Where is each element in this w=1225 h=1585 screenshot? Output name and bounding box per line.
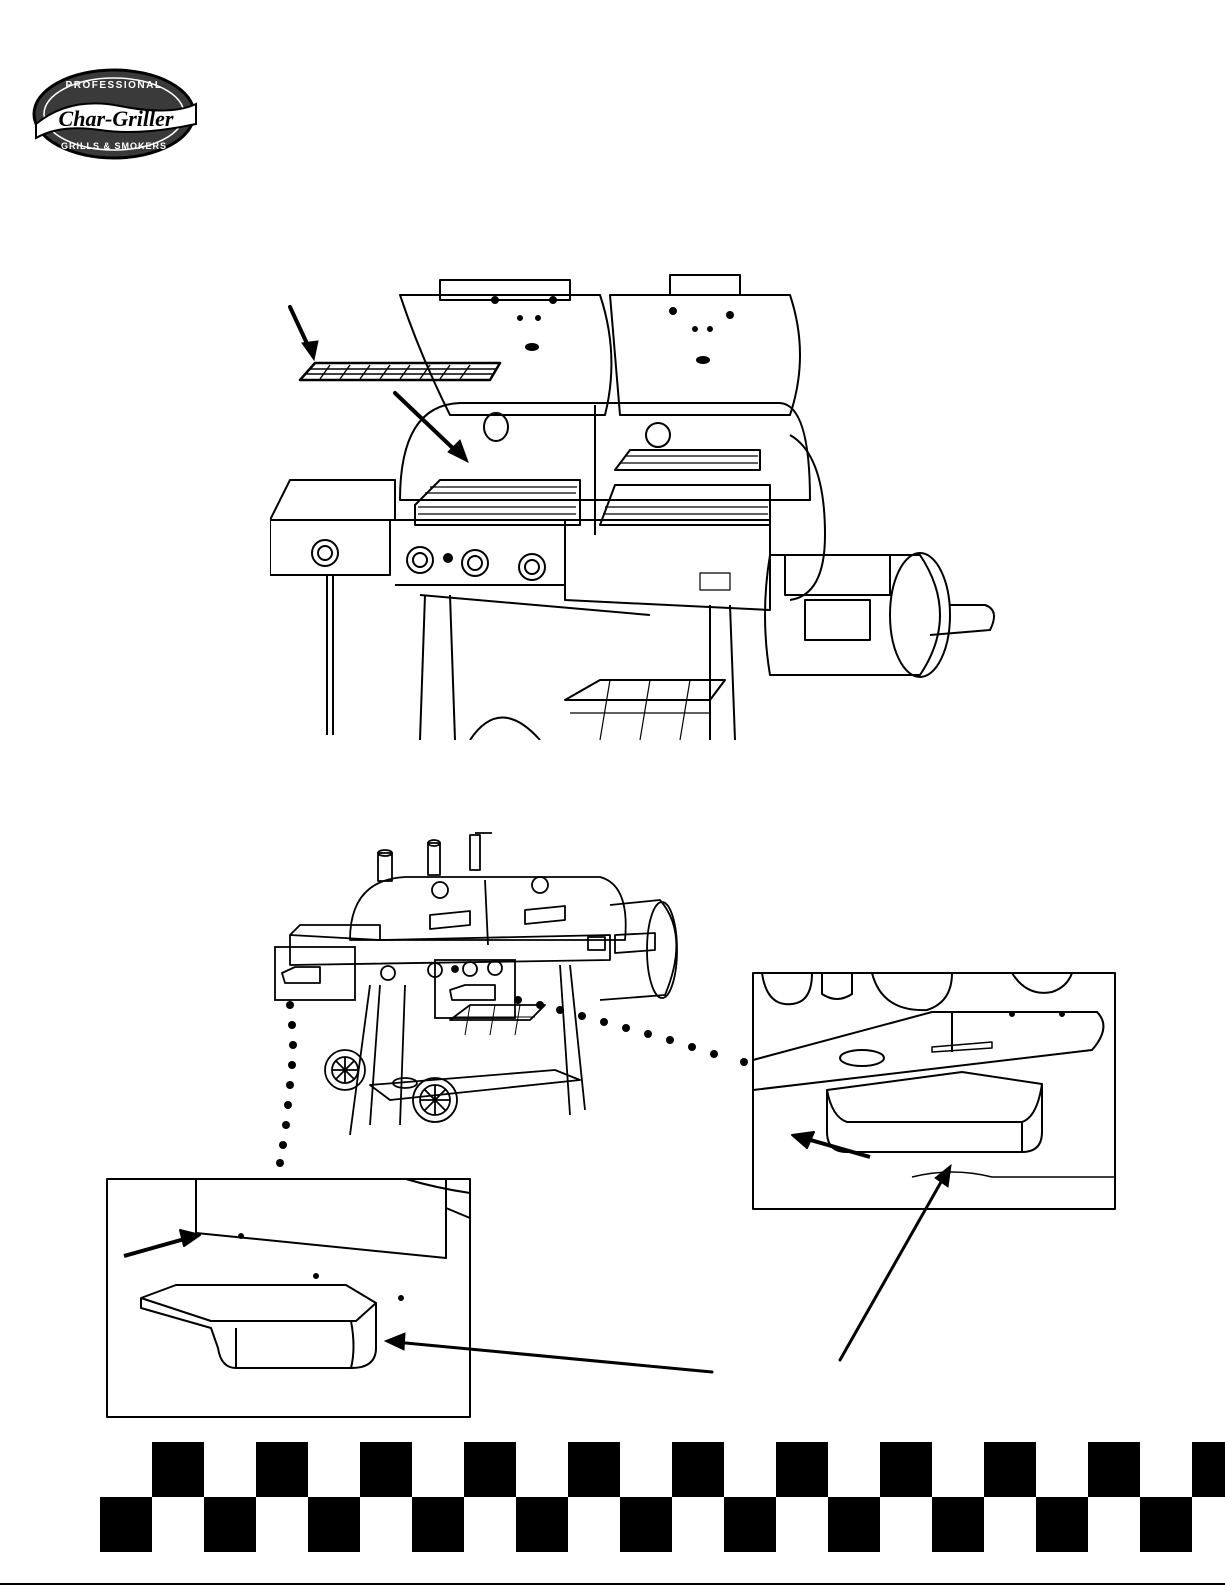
- checker-bottom-row: [100, 1497, 1192, 1552]
- logo-top-text: PROFESSIONAL: [66, 80, 163, 91]
- grill-warming-rack-install-illustration: [270, 255, 1020, 740]
- grill-grease-pan-install-illustration: [270, 825, 710, 1145]
- grease-pan-detail-inset-left: [106, 1178, 471, 1418]
- char-griller-logo: PROFESSIONAL Char-Griller GRILLS & SMOKE…: [30, 66, 198, 162]
- logo-bottom-text: GRILLS & SMOKERS: [61, 141, 167, 151]
- checker-top-row: [152, 1442, 1225, 1497]
- checkered-footer-band: [100, 1442, 1225, 1552]
- logo-brand-text: Char-Griller: [59, 106, 174, 131]
- grease-pan-detail-inset-right: [752, 972, 1116, 1210]
